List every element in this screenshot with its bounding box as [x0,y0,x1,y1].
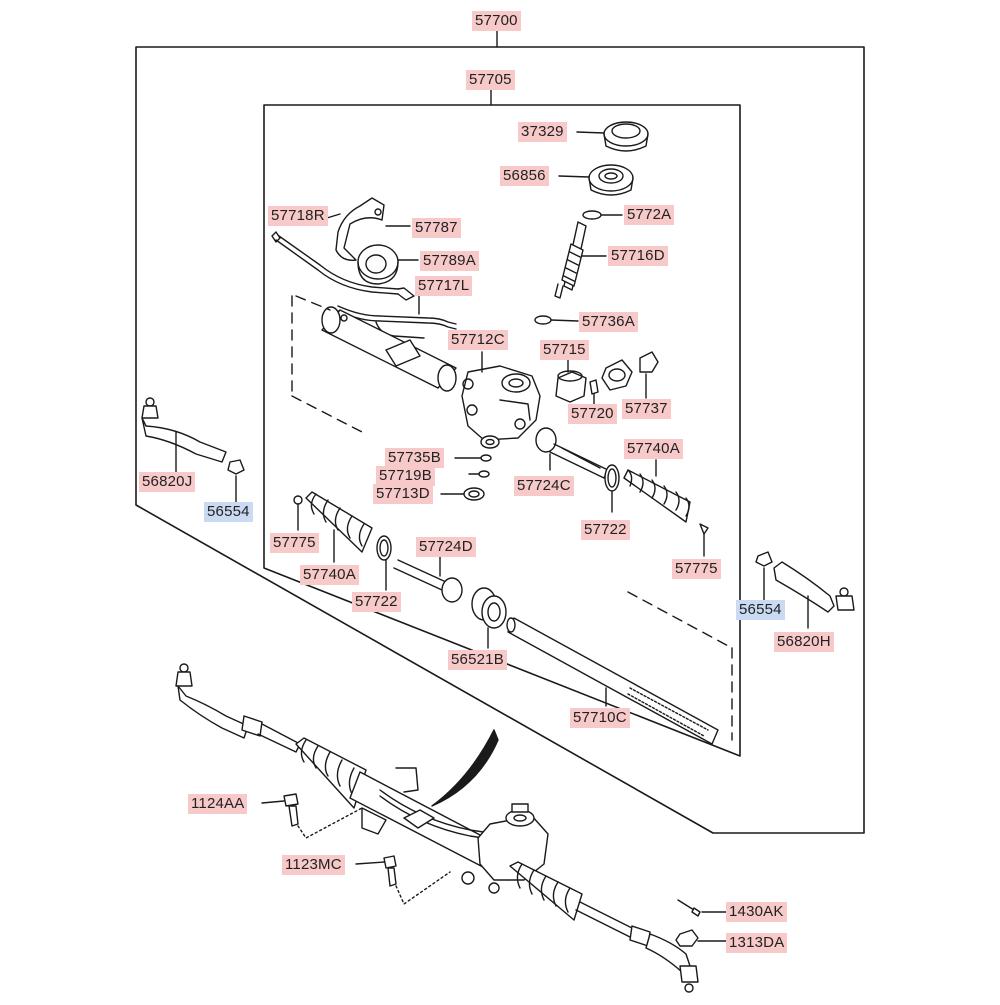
label-1123MC: 1123MC [282,855,345,875]
label-57736A: 57736A [579,312,638,332]
bush-57789A [357,244,419,285]
yoke-57715 [555,359,587,403]
inner-frame [263,89,741,757]
cap-37329 [576,121,649,152]
label-57724C: 57724C [514,476,574,496]
outer-frame [135,29,865,834]
tie-rod-57724D [393,549,463,603]
clamp-57722-left [376,535,392,591]
housing-left-cylinder [321,306,457,392]
bolt-1124AA [261,793,363,839]
seal-56856 [558,164,634,196]
seal-stack-left [440,435,500,501]
label-57789A: 57789A [420,251,479,271]
label-57737: 57737 [622,399,671,419]
label-57700: 57700 [472,11,521,31]
label-1124AA: 1124AA [188,794,248,814]
pinion-57716D [554,221,607,299]
valve-housing-57712C [461,351,541,441]
clamp-57722-right [604,464,620,513]
oring-5772A [582,210,623,220]
phantom-line-right [627,591,733,741]
label-57724D: 57724D [416,537,476,557]
assembly-bottom [175,663,699,993]
label-57718R: 57718R [268,206,328,226]
label-57716D: 57716D [608,246,668,266]
label-57735B: 57735B [385,448,444,468]
label-37329: 37329 [518,122,567,142]
label-57775-left: 57775 [270,533,319,553]
label-57775-right: 57775 [672,559,721,579]
bracket-57787 [335,197,411,261]
label-56820J: 56820J [139,472,196,492]
label-56554-left: 56554 [204,502,253,522]
clip-57775-right [699,523,709,557]
direction-arrow [431,729,499,807]
clip-57775-left [293,495,303,531]
nut-1313DA [675,929,727,947]
label-56554-right: 56554 [736,600,785,620]
label-57722-left: 57722 [352,592,401,612]
label-57710C: 57710C [570,708,630,728]
label-57715: 57715 [540,340,589,360]
nut-56554-right [755,551,773,601]
tie-rod-end-56820J [141,397,227,475]
label-1430AK: 1430AK [726,902,787,922]
label-57722-right: 57722 [581,520,630,540]
label-57787: 57787 [412,218,461,238]
label-57719B: 57719B [376,466,435,486]
boot-57740A-right [623,459,691,523]
label-56856: 56856 [500,166,549,186]
tie-rod-end-56820H [773,561,855,629]
label-57740A-left: 57740A [300,565,359,585]
label-57712C: 57712C [448,330,508,350]
label-5772A: 5772A [624,205,675,225]
phantom-line-left [291,295,363,433]
tie-rod-57724C [535,427,609,479]
label-57720: 57720 [568,404,617,424]
bush-56521B [471,587,507,649]
nut-57737 [601,351,659,399]
label-56820H: 56820H [774,632,834,652]
label-56521B: 56521B [448,650,507,670]
bolt-1123MC [355,855,451,905]
nut-56554-left [227,459,245,503]
boot-57740A-left [305,491,373,563]
label-57717L: 57717L [415,276,473,296]
label-57713D: 57713D [373,484,433,504]
ring-57736A [534,315,579,325]
label-1313DA: 1313DA [726,933,788,953]
label-57705: 57705 [466,70,515,90]
spring-57720 [589,379,599,405]
pin-1430AK [677,899,727,917]
rack-bar-57710C [506,617,719,745]
label-57740A-right: 57740A [624,439,683,459]
